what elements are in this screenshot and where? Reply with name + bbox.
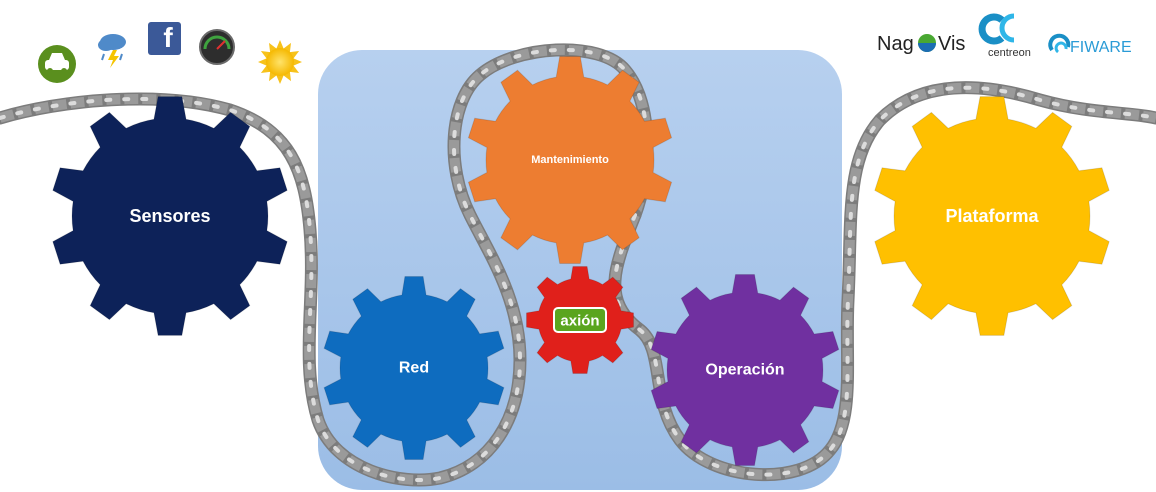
gear-label-red: Red	[399, 360, 429, 377]
facebook-icon: f	[148, 22, 181, 55]
gear-operacion: Operación	[650, 274, 840, 466]
nagvis-logo-right: Vis	[938, 33, 965, 55]
weather-icon	[98, 34, 126, 68]
gear-label-plataforma: Plataforma	[945, 206, 1039, 226]
sun-icon	[258, 40, 302, 84]
axion-logo: axión	[553, 307, 607, 333]
nagvis-logo-left: Nag	[877, 33, 914, 55]
gear-label-mantenimiento: Mantenimiento	[531, 154, 609, 166]
fiware-logo-text: FIWARE	[1070, 39, 1132, 56]
gear-red: Red	[323, 276, 505, 460]
gear-label-sensores: Sensores	[129, 206, 210, 226]
gear-mantenimiento: Mantenimiento	[467, 56, 673, 264]
centreon-logo: centreon	[978, 13, 1031, 59]
centreon-logo-text: centreon	[988, 47, 1031, 59]
gear-axion: axión	[526, 266, 634, 374]
fiware-logo: FIWARE	[1048, 33, 1132, 56]
chain-right	[608, 81, 1156, 482]
chain-left	[0, 43, 654, 487]
nagvis-logo: Nag Vis	[877, 33, 965, 55]
gear-plataforma: Plataforma	[874, 96, 1110, 336]
axion-logo-text: axión	[560, 313, 599, 330]
speedometer-icon	[199, 29, 235, 65]
car-icon	[38, 45, 76, 83]
svg-text:f: f	[163, 22, 173, 53]
gear-label-operacion: Operación	[705, 362, 784, 379]
gear-sensores: Sensores	[52, 96, 288, 336]
